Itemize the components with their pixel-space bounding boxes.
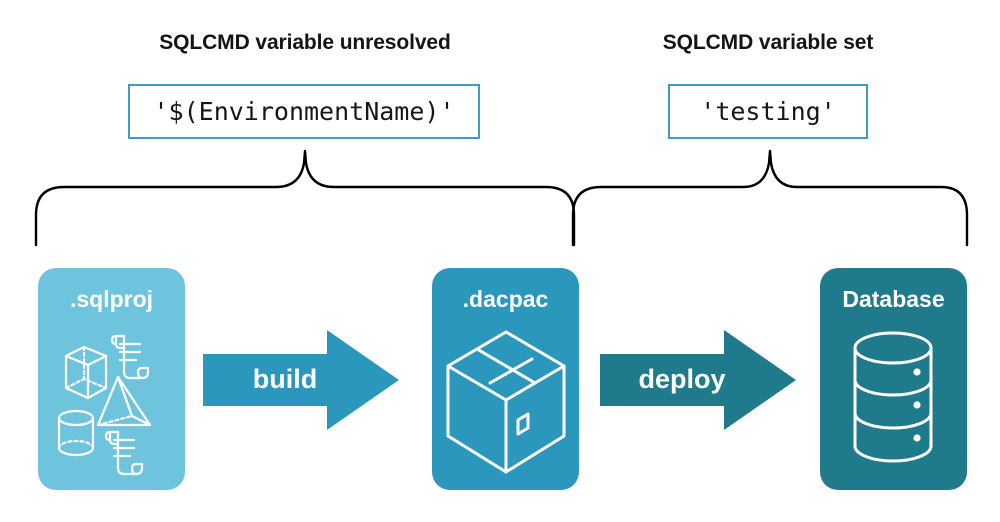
database-cylinder-icon <box>853 331 933 463</box>
stage-box-sqlproj: .sqlproj <box>38 268 185 490</box>
arrow-deploy-label: deploy <box>638 364 726 394</box>
stage-box-database: Database <box>820 268 967 490</box>
cylinder-icon <box>57 409 95 457</box>
arrow-deploy-shape <box>600 330 796 430</box>
code-value-box-left: '$(EnvironmentName)' <box>128 84 480 139</box>
database-status-dots <box>913 368 921 442</box>
arrow-deploy: deploy <box>600 328 800 432</box>
section-title-right: SQLCMD variable set <box>662 31 874 54</box>
script-scroll-icon <box>110 334 150 380</box>
curly-brace-left <box>34 149 576 247</box>
script-scroll-icon <box>104 430 144 476</box>
curly-brace-right <box>571 149 969 247</box>
pyramid-icon <box>96 375 152 427</box>
stage-box-dacpac: .dacpac <box>432 268 579 490</box>
stage-label-sqlproj: .sqlproj <box>69 286 154 312</box>
sqlproj-artifact-icons <box>57 334 152 476</box>
stage-label-dacpac: .dacpac <box>462 286 549 312</box>
code-value-box-right: 'testing' <box>668 84 868 139</box>
arrow-build: build <box>203 328 403 432</box>
cube-icon <box>64 345 108 400</box>
section-title-left: SQLCMD variable unresolved <box>159 31 451 54</box>
arrow-build-label: build <box>252 364 318 394</box>
dacpac-package-icon <box>446 330 566 474</box>
arrow-build-shape <box>203 330 399 430</box>
stage-label-database: Database <box>842 286 945 312</box>
